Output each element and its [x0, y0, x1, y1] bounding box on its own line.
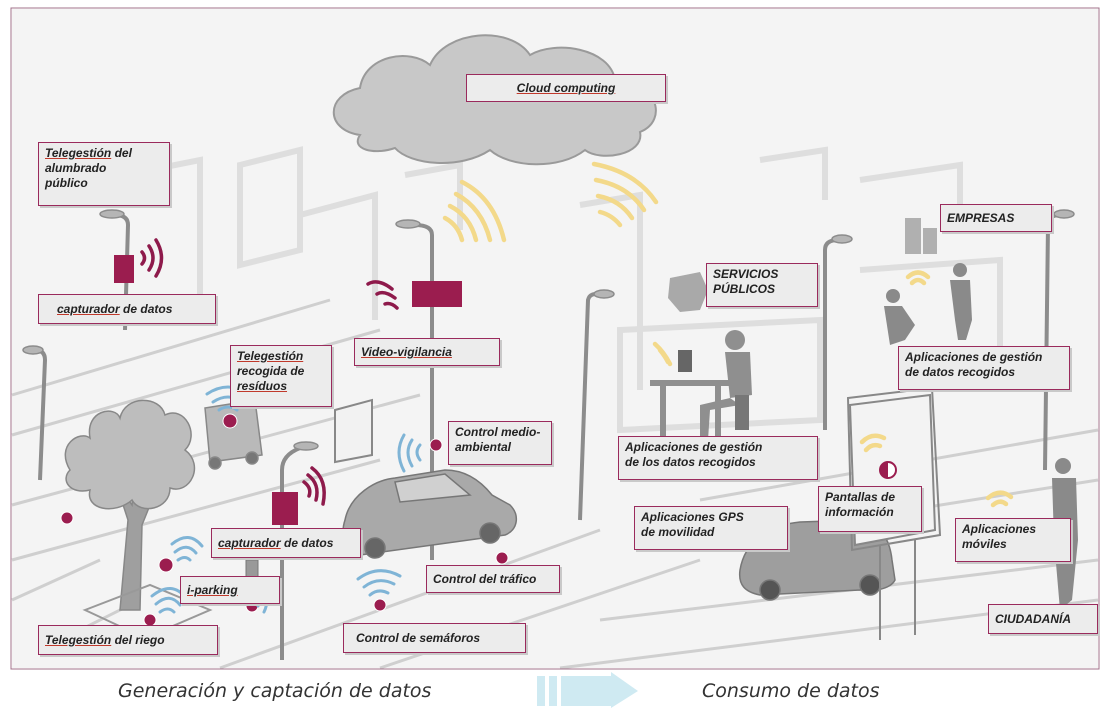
wifi-yellow-icons: [442, 161, 1014, 508]
transition-arrow: [537, 672, 638, 708]
label-servicios-publicos: SERVICIOS PÚBLICOS: [706, 263, 818, 307]
screen-indicator-half: [880, 462, 888, 478]
business-people: [884, 263, 972, 345]
label-capturador-bottom: capturador de datos: [211, 528, 361, 558]
label-video-vigilancia: Video-vigilancia: [354, 338, 500, 366]
car-center: [342, 469, 517, 559]
label-empresas: EMPRESAS: [940, 204, 1052, 232]
diagram-frame: [10, 7, 1100, 670]
lamp-heads: [22, 209, 1075, 451]
label-telegestion-residuos: Telegestión recogida de resíduos: [230, 345, 332, 407]
label-ciudadania: CIUDADANÍA: [988, 604, 1098, 634]
label-apps-gestion-empresas: Aplicaciones de gestión de datos recogid…: [898, 346, 1070, 390]
tree: [64, 399, 196, 611]
capturador-box-top: [114, 255, 134, 283]
label-apps-gps: Aplicaciones GPS de movilidad: [634, 506, 788, 550]
office-worker: [650, 330, 752, 441]
label-i-parking: i-parking: [180, 576, 280, 604]
label-capturador-top: capturador de datos: [38, 294, 216, 324]
video-capture-box: [412, 281, 462, 307]
label-control-semaforos: Control de semáforos: [343, 623, 526, 653]
label-control-medioambiental: Control medio- ambiental: [448, 421, 552, 465]
wifi-purple-icons: [140, 238, 399, 506]
label-telegestion-riego: Telegestión del riego: [38, 625, 218, 655]
building-outlines: [149, 146, 1003, 434]
capturador-box-bottom: [272, 492, 298, 525]
label-cloud-computing: Cloud computing: [466, 74, 666, 102]
sign-board: [334, 398, 373, 464]
servicios-publicos-icon: [668, 272, 708, 312]
label-apps-gestion-publicos: Aplicaciones de gestión de los datos rec…: [618, 436, 818, 480]
waste-container: [204, 399, 263, 470]
label-control-trafico: Control del tráfico: [426, 565, 560, 593]
caption-generation: Generación y captación de datos: [118, 680, 432, 702]
label-telegestion-alumbrado: Telegestión del alumbrado público: [38, 142, 170, 206]
label-apps-moviles: Aplicaciones móviles: [955, 518, 1071, 562]
label-pantallas-informacion: Pantallas de información: [818, 486, 922, 532]
caption-consumption: Consumo de datos: [702, 680, 880, 702]
empresas-building-icon: [905, 218, 937, 254]
